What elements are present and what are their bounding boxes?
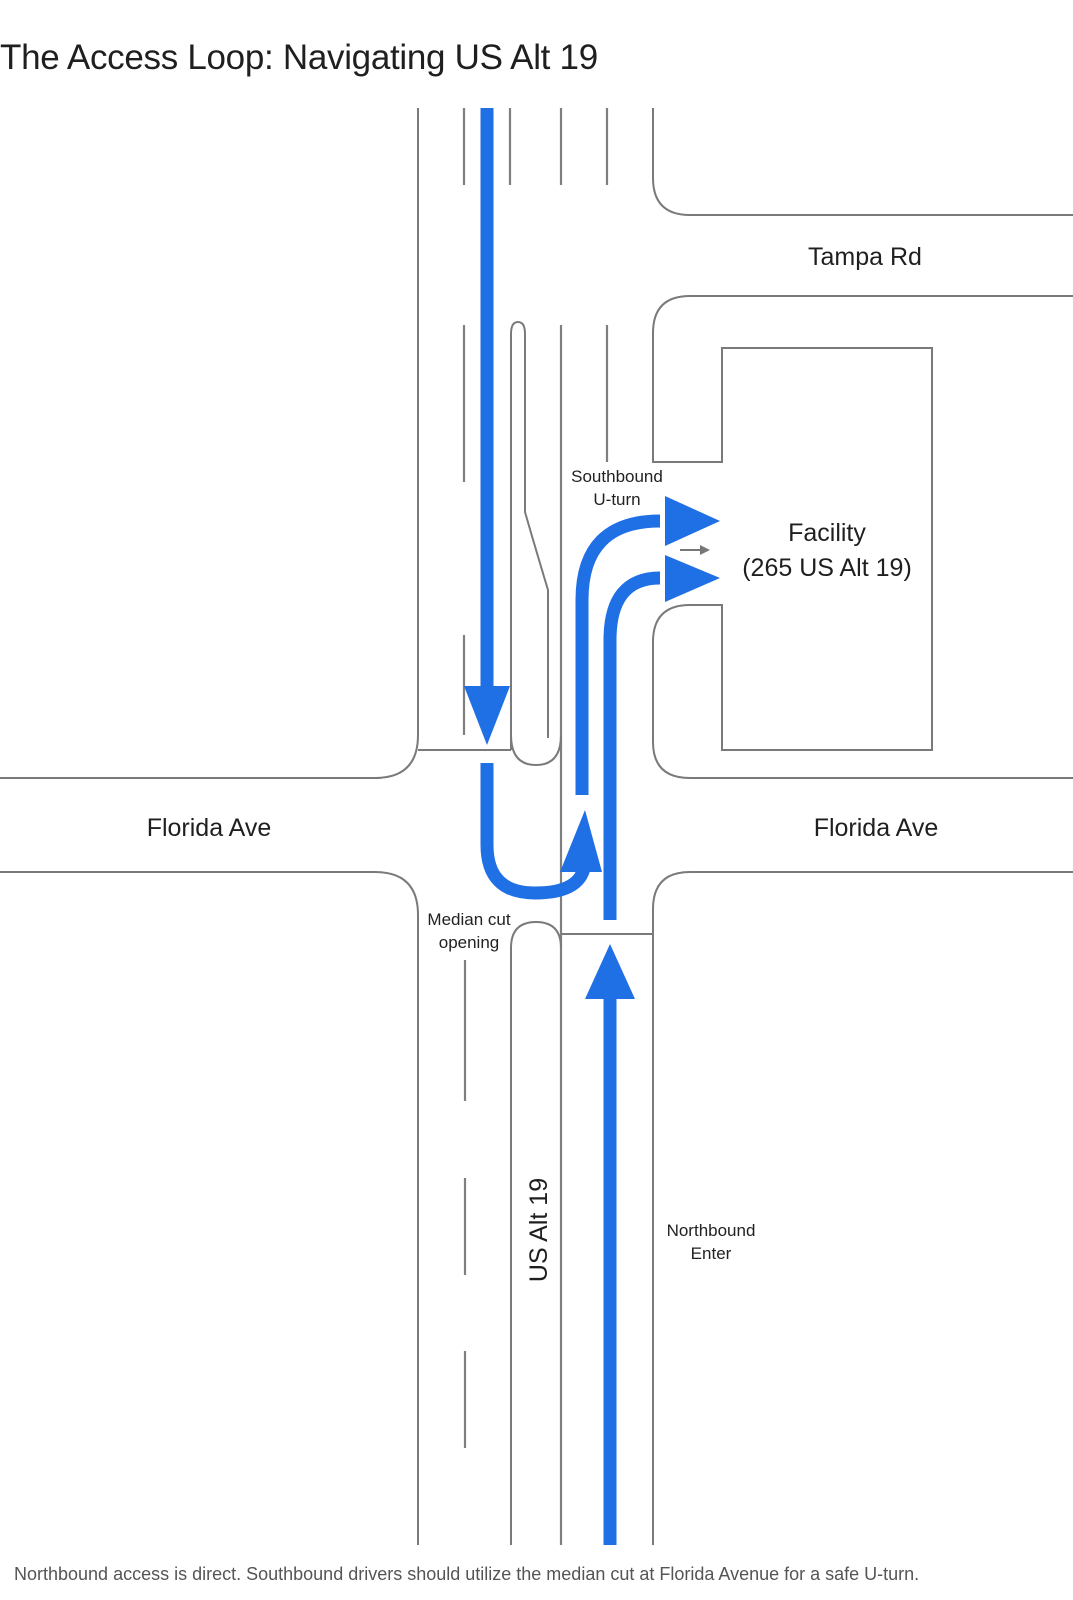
median-cut-label-1: Median cut xyxy=(427,910,510,929)
upper-median-island-outer xyxy=(510,734,562,767)
facility-label-2: (265 US Alt 19) xyxy=(742,554,912,582)
entrance-arrow-icon xyxy=(680,545,710,555)
southbound-arrowhead xyxy=(464,686,510,745)
northbound-enter-label-2: Enter xyxy=(691,1244,732,1263)
southbound-uturn-to-facility-route xyxy=(575,514,661,795)
southbound-uturn-label-1: Southbound xyxy=(571,467,663,486)
uturn-arrowhead xyxy=(560,810,602,872)
caption: Northbound access is direct. Southbound … xyxy=(14,1564,920,1584)
upper-median-island xyxy=(510,320,549,750)
facility-arrowhead-upper xyxy=(665,496,720,546)
northbound-enter-label-1: Northbound xyxy=(667,1221,756,1240)
lower-median-island xyxy=(510,920,562,1545)
florida-ave-right-label: Florida Ave xyxy=(814,814,939,842)
median-cut-label-2: opening xyxy=(439,933,500,952)
northbound-to-facility-route xyxy=(603,571,661,920)
facility-label-1: Facility xyxy=(788,519,866,547)
florida-south-east-block xyxy=(652,871,1073,1545)
uturn-route xyxy=(480,763,592,900)
tampa-south-block-edge xyxy=(652,295,1073,779)
page-title: The Access Loop: Navigating US Alt 19 xyxy=(0,38,598,77)
northbound-arrowhead xyxy=(585,944,635,999)
us-alt-19-west-edge-upper xyxy=(0,108,419,779)
southbound-uturn-label-2: U-turn xyxy=(593,490,640,509)
facility-arrowhead-lower xyxy=(665,555,720,602)
tampa-north-block-edge xyxy=(652,108,1073,216)
road-map: Tampa Rd Florida Ave Florida Ave US Alt … xyxy=(0,108,1073,1545)
tampa-rd-label: Tampa Rd xyxy=(808,243,922,271)
us-alt-19-label: US Alt 19 xyxy=(525,1178,553,1282)
us-alt-19-west-edge-lower xyxy=(0,871,419,1545)
florida-ave-left-label: Florida Ave xyxy=(147,814,272,842)
